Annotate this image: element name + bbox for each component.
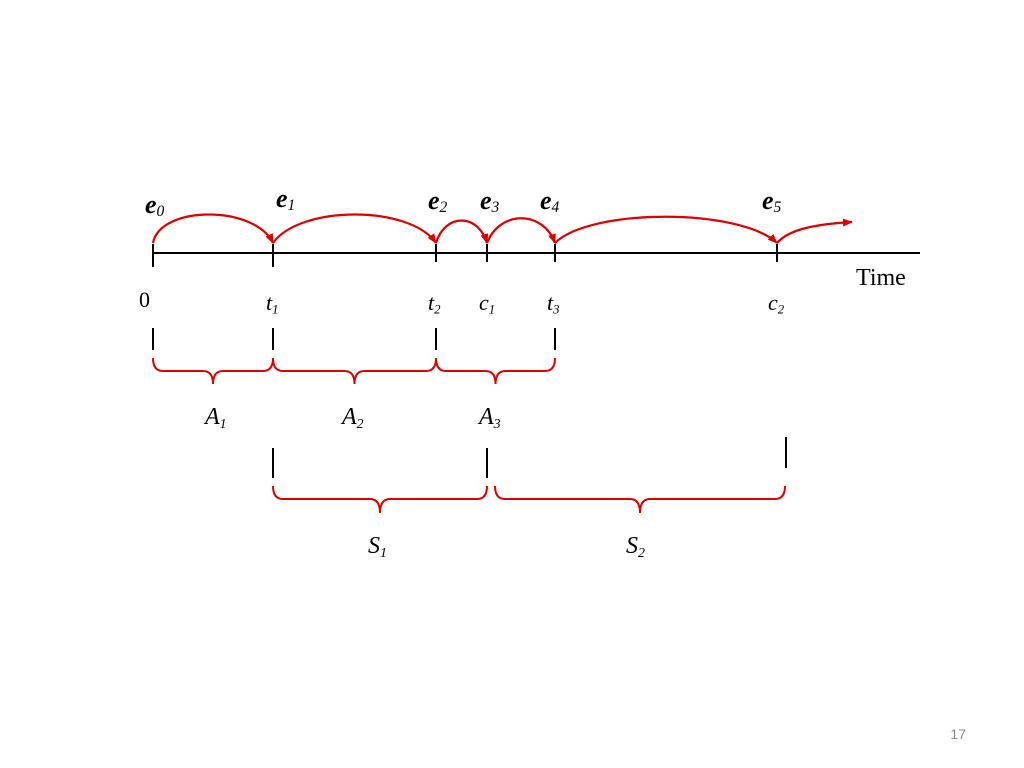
event-label-e3: e3 <box>480 186 500 217</box>
brace-S1 <box>272 485 488 514</box>
tick-label-t1: t1 <box>266 290 279 317</box>
event-arrow-e1-e2 <box>272 213 437 244</box>
event-arrow-e2-e3 <box>434 219 489 244</box>
event-arrow-e0-e1 <box>151 213 274 244</box>
tick-label-t2: t2 <box>428 290 441 317</box>
page-number: 17 <box>950 726 966 742</box>
event-label-e1: e1 <box>276 184 296 215</box>
event-label-e4: e4 <box>540 186 560 217</box>
tick-label-t3: t3 <box>547 290 560 317</box>
brace-A1 <box>152 357 274 385</box>
event-label-e0: e0 <box>145 190 165 221</box>
service-label-S1: S1 <box>368 533 387 561</box>
brace-A3 <box>435 357 556 385</box>
event-arrow-e3-e4 <box>485 217 557 244</box>
arrival-label-A3: A3 <box>479 404 501 432</box>
event-arrow-e5-next <box>776 218 853 244</box>
tick-label-c2: c2 <box>768 290 785 317</box>
tick-label-c1: c1 <box>479 290 496 317</box>
event-label-e2: e2 <box>428 186 448 217</box>
event-label-e5: e5 <box>762 186 782 217</box>
brace-A2 <box>272 357 437 385</box>
arrival-label-A2: A2 <box>342 404 364 432</box>
tick-label-zero: 0 <box>139 287 150 312</box>
arrival-label-A1: A1 <box>205 404 227 432</box>
service-label-S2: S2 <box>626 533 645 561</box>
axis-title: Time <box>856 265 906 291</box>
brace-S2 <box>494 485 786 514</box>
event-arrow-e4-e5 <box>554 215 778 244</box>
